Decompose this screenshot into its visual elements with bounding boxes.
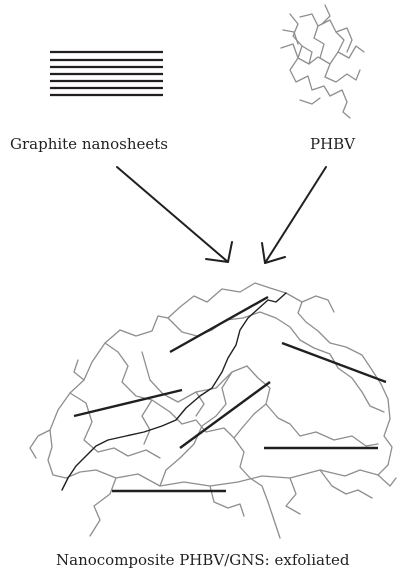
phbv-coil-icon — [281, 5, 364, 118]
composite-polymer-chains — [30, 283, 396, 538]
nanosheet-1 — [170, 297, 268, 352]
graphite-nanosheets-label: Graphite nanosheets — [10, 137, 168, 152]
nanosheet-2 — [282, 343, 386, 382]
exfoliated-nanosheets — [74, 297, 386, 491]
nanosheet-4 — [180, 382, 270, 448]
nanosheet-3 — [74, 390, 182, 416]
arrow-graphite-to-composite-icon — [117, 167, 232, 262]
arrow-phbv-to-composite-icon — [262, 167, 326, 263]
nanocomposite-caption: Nanocomposite PHBV/GNS: exfoliated — [56, 553, 349, 568]
graphite-stack-icon — [50, 52, 163, 95]
phbv-label: PHBV — [310, 137, 355, 152]
